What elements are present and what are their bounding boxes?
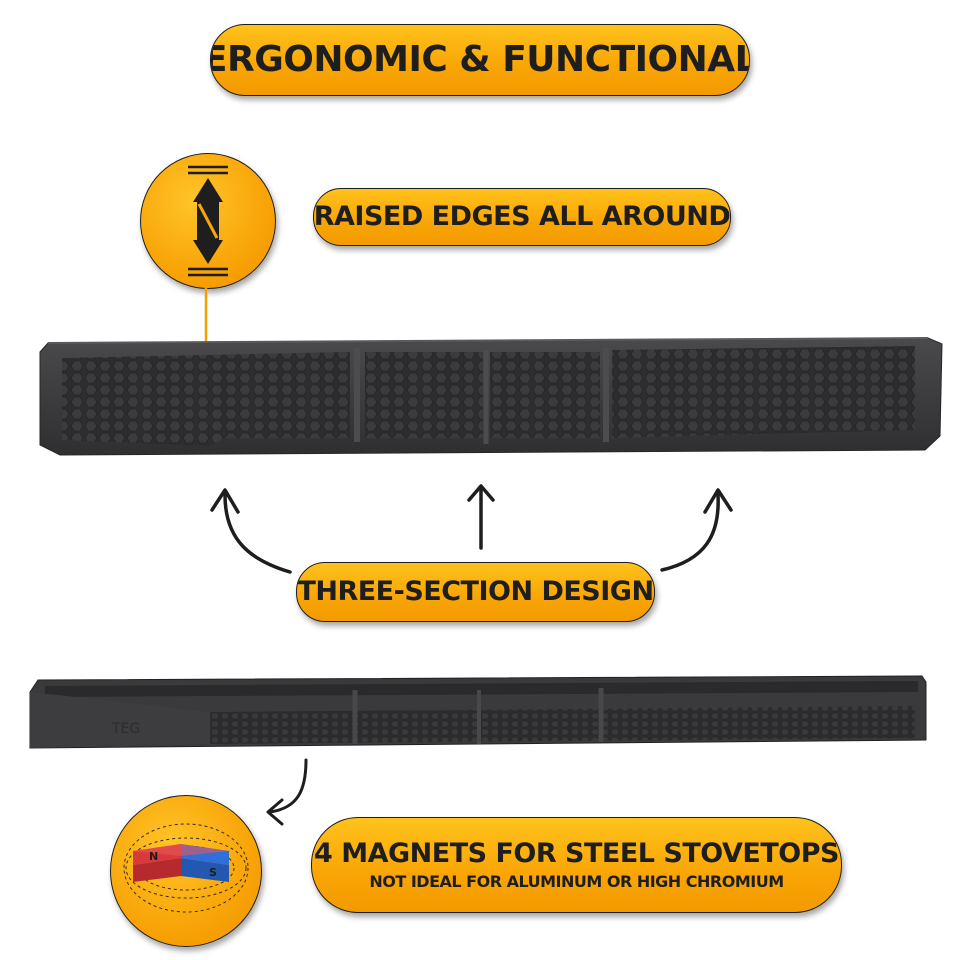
curved-arrow-right bbox=[660, 488, 733, 572]
magnet-icon: N S bbox=[110, 795, 262, 947]
north-pole-label: N bbox=[149, 850, 158, 863]
top-tray bbox=[39, 337, 943, 456]
arrow-up bbox=[467, 484, 495, 550]
three-section-text: THREE-SECTION DESIGN bbox=[297, 576, 654, 608]
headline-text: ERGONOMIC & FUNCTIONAL bbox=[210, 39, 750, 81]
curved-arrow-left bbox=[210, 488, 292, 574]
magnets-banner: 4 MAGNETS FOR STEEL STOVETOPS NOT IDEAL … bbox=[311, 817, 842, 913]
magnets-title: 4 MAGNETS FOR STEEL STOVETOPS bbox=[314, 838, 839, 870]
tray-logo: TEG bbox=[111, 721, 140, 737]
raised-edge-height-icon bbox=[140, 153, 276, 289]
headline-banner: ERGONOMIC & FUNCTIONAL bbox=[210, 24, 750, 96]
south-pole-label: S bbox=[209, 866, 217, 879]
magnets-subtitle: NOT IDEAL FOR ALUMINUM OR HIGH CHROMIUM bbox=[369, 872, 784, 892]
curved-arrow-down-left bbox=[266, 758, 308, 826]
raised-edges-text: RAISED EDGES ALL AROUND bbox=[313, 201, 731, 233]
bottom-tray: TEG bbox=[29, 675, 927, 749]
raised-edges-banner: RAISED EDGES ALL AROUND bbox=[313, 188, 731, 246]
three-section-banner: THREE-SECTION DESIGN bbox=[296, 562, 655, 622]
